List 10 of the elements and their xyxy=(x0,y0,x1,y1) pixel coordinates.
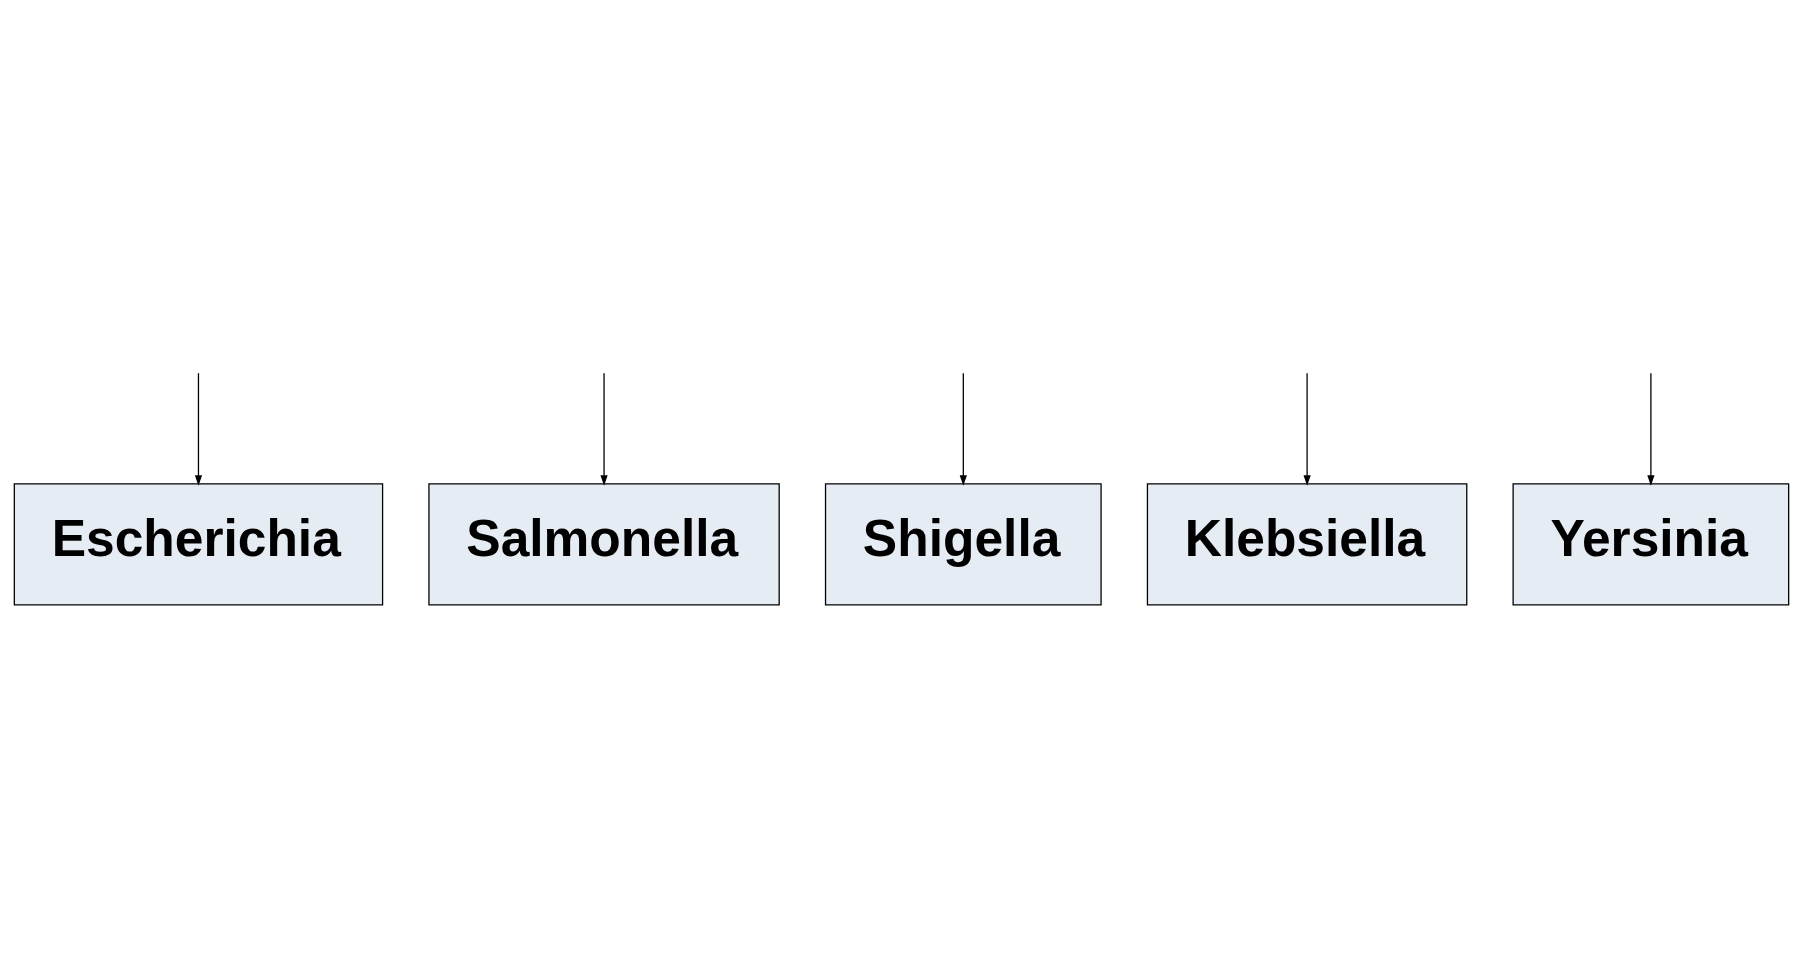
arrow xyxy=(600,372,608,486)
arrow xyxy=(1303,372,1311,486)
arrow xyxy=(1647,372,1655,486)
arrow xyxy=(959,372,967,486)
node-box: Escherichia xyxy=(13,483,384,606)
node-box: Shigella xyxy=(824,483,1102,606)
node-box: Salmonella xyxy=(428,483,780,606)
node-box: Yersinia xyxy=(1512,483,1790,606)
node-box: Klebsiella xyxy=(1146,483,1468,606)
arrow xyxy=(194,372,203,486)
